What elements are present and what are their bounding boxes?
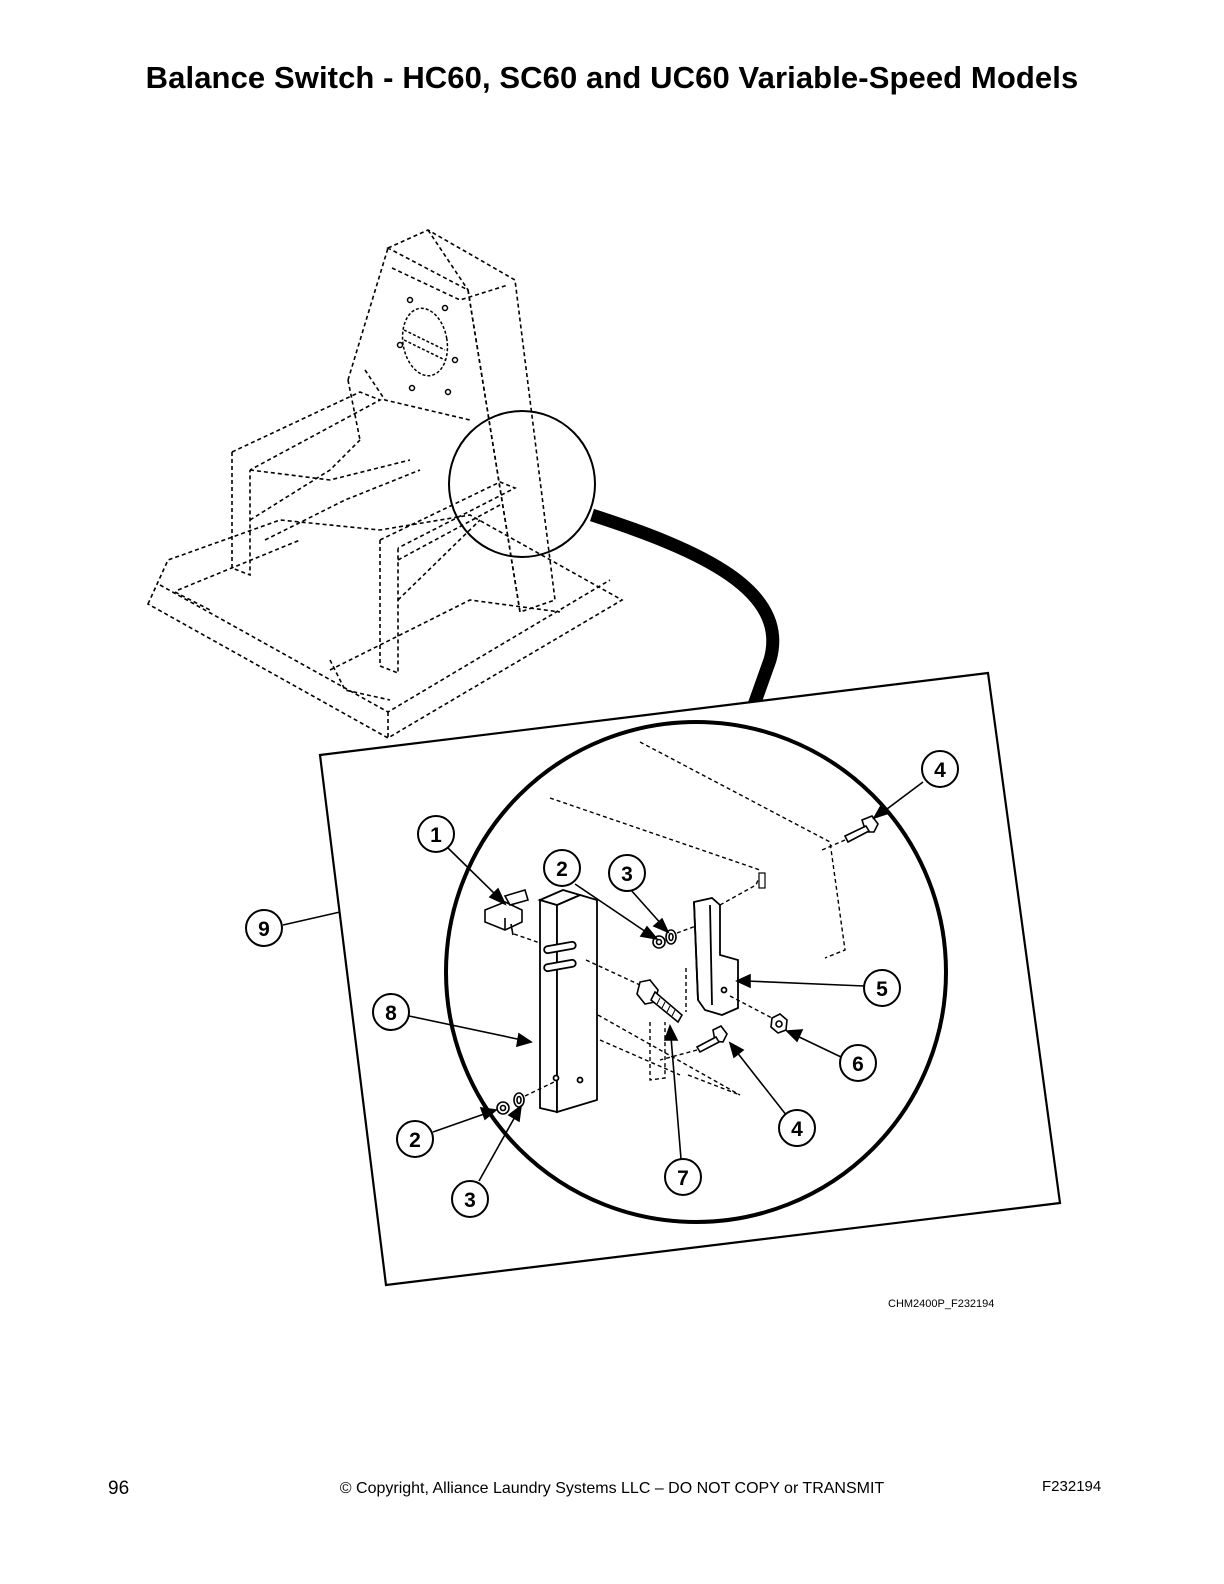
motor-mount-plate bbox=[396, 296, 459, 396]
svg-text:5: 5 bbox=[876, 978, 888, 1001]
screw-part-4-upper bbox=[843, 815, 879, 844]
callout-2-lower: 2 bbox=[396, 1120, 434, 1158]
callout-2-upper: 2 bbox=[543, 849, 581, 887]
callout-6: 6 bbox=[839, 1044, 877, 1082]
figure-code: CHM2400P_F232194 bbox=[888, 1298, 995, 1310]
machine-frame-outline bbox=[146, 229, 624, 739]
svg-text:9: 9 bbox=[258, 918, 270, 941]
callout-4-upper: 4 bbox=[921, 750, 959, 788]
callout-7: 7 bbox=[664, 1158, 702, 1196]
svg-text:2: 2 bbox=[556, 858, 568, 881]
svg-text:4: 4 bbox=[934, 759, 946, 782]
callout-3-upper: 3 bbox=[608, 854, 646, 892]
svg-text:7: 7 bbox=[677, 1167, 689, 1190]
page-title: Balance Switch - HC60, SC60 and UC60 Var… bbox=[145, 60, 1079, 95]
callout-balloons: 1 2 3 4 5 6 4 7 bbox=[245, 750, 959, 1218]
copyright-notice: © Copyright, Alliance Laundry Systems LL… bbox=[339, 1480, 885, 1497]
frame-plate-dashed bbox=[549, 741, 846, 1096]
document-id: F232194 bbox=[1042, 1478, 1102, 1495]
detail-connector-band bbox=[589, 508, 780, 733]
callout-9: 9 bbox=[245, 909, 283, 947]
screw-part-4-lower bbox=[695, 1024, 728, 1054]
svg-text:3: 3 bbox=[464, 1189, 476, 1212]
balance-switch-part-1 bbox=[484, 889, 530, 936]
page-number: 96 bbox=[108, 1478, 130, 1499]
switch-bracket-part-8 bbox=[537, 889, 598, 1114]
actuator-bracket-part-5 bbox=[693, 897, 739, 1016]
svg-text:6: 6 bbox=[852, 1053, 864, 1076]
callout-4-lower: 4 bbox=[778, 1109, 816, 1147]
svg-text:2: 2 bbox=[409, 1129, 421, 1152]
detail-magnifier-circle bbox=[448, 410, 596, 558]
callout-leaders bbox=[282, 781, 924, 1182]
svg-text:8: 8 bbox=[385, 1002, 397, 1025]
svg-text:4: 4 bbox=[791, 1118, 803, 1141]
callout-8: 8 bbox=[372, 993, 410, 1031]
svg-text:1: 1 bbox=[430, 824, 442, 847]
callout-1: 1 bbox=[417, 815, 455, 853]
nut-part-6 bbox=[770, 1013, 788, 1034]
nut-washer-lower bbox=[496, 1092, 525, 1115]
svg-text:3: 3 bbox=[621, 863, 633, 886]
bolt-part-7 bbox=[636, 979, 684, 1024]
callout-5: 5 bbox=[863, 969, 901, 1007]
callout-3-lower: 3 bbox=[451, 1180, 489, 1218]
